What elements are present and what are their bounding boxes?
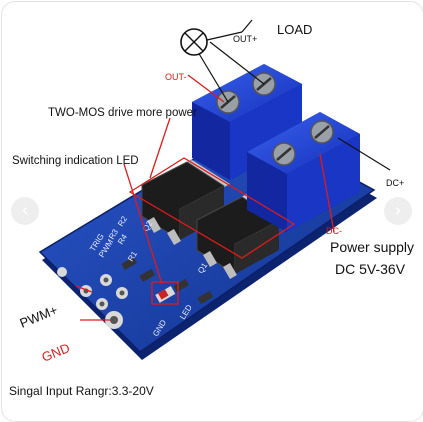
next-image-button[interactable]: › [384,197,412,225]
label-dc-plus: DC+ [386,178,404,188]
terminal-block-dc [247,112,360,232]
smd-components [121,256,214,304]
label-dc-minus: DC- [326,226,342,236]
label-out-plus: OUT+ [233,34,257,44]
label-two-mos: TWO-MOS drive more power [48,107,197,119]
label-input-range: Singal Input Rangr:3.3-20V [9,384,154,398]
led-highlight-box [151,281,179,305]
label-power-supply: Power supply [330,239,414,255]
mos-highlight-box [128,157,296,259]
load-lamp-icon [180,19,253,56]
callout-lines [75,74,335,321]
label-load: LOAD [277,22,312,37]
label-power-range: DC 5V-36V [335,261,406,277]
mosfet-q2 [141,160,230,246]
label-gnd: GND [40,340,72,365]
prev-image-button[interactable]: ‹ [11,197,39,225]
wire-lines [197,41,391,171]
label-pwm-plus: PWM+ [18,302,60,331]
label-switching-led: Switching indication LED [12,155,139,167]
label-out-minus: OUT- [165,72,187,82]
